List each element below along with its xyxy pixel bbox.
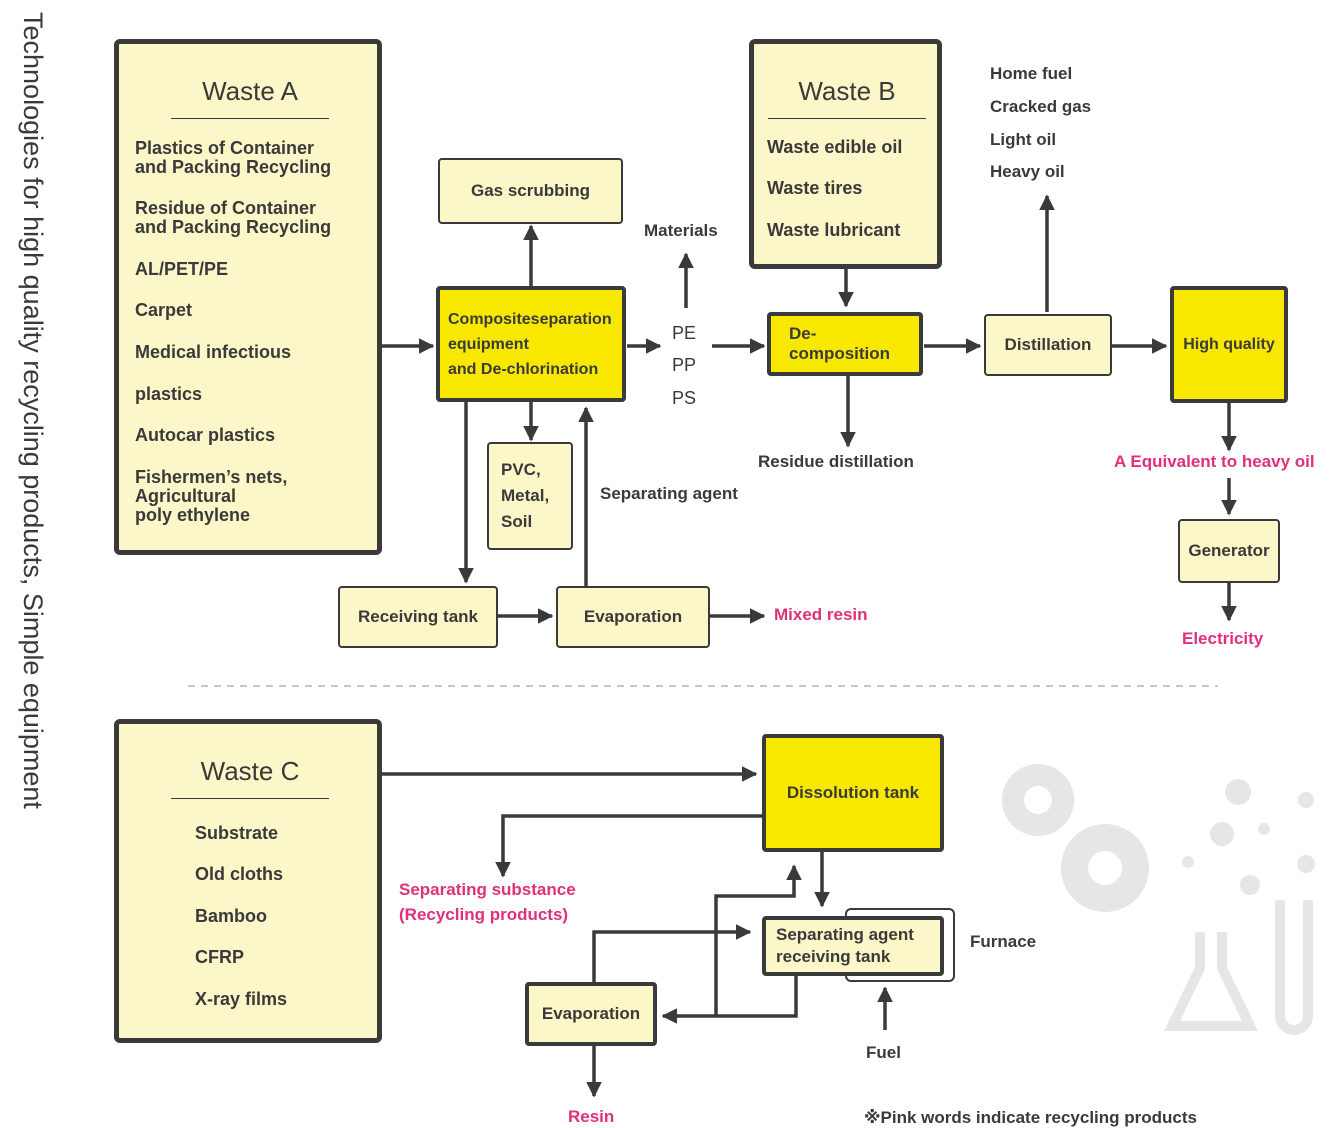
waste-a-item-1: Plastics of Container and Packing Recycl… xyxy=(135,138,332,177)
dissolution-tank-label: Dissolution tank xyxy=(786,783,920,802)
decomposition-label: De- composition xyxy=(789,324,891,363)
heavy-oil-label: Heavy oil xyxy=(990,162,1065,181)
equivalent-heavy-oil-label: A Equivalent to heavy oil xyxy=(1114,452,1315,471)
generator-label: Generator xyxy=(1188,541,1270,560)
waste-b-divider xyxy=(768,118,926,119)
evaporation-c-label: Evaporation xyxy=(541,1004,641,1023)
home-fuel-label: Home fuel xyxy=(990,64,1073,83)
pvc-metal-soil-label: PVC, Metal, Soil xyxy=(501,460,550,531)
gas-scrubbing-label: Gas scrubbing xyxy=(470,181,591,200)
waste-b-box: Waste B Waste edible oil Waste tires Was… xyxy=(749,39,942,269)
generator-box: Generator xyxy=(1178,519,1280,583)
waste-a-item-3: AL/PET/PE xyxy=(135,259,229,279)
mixed-resin-label: Mixed resin xyxy=(774,605,868,624)
resin-label: Resin xyxy=(568,1107,615,1126)
decor-gears xyxy=(1002,764,1315,912)
cracked-gas-label: Cracked gas xyxy=(990,97,1092,116)
waste-c-box: Waste C Substrate Old cloths Bamboo CFRP… xyxy=(114,719,382,1043)
evaporation-a-label: Evaporation xyxy=(583,607,683,626)
high-quality-label: High quality xyxy=(1183,335,1275,353)
materials-label: Materials xyxy=(644,221,718,240)
waste-c-item-4: CFRP xyxy=(195,947,244,967)
ps-label: PS xyxy=(672,388,697,408)
footnote: ※Pink words indicate recycling products xyxy=(864,1108,1197,1127)
waste-b-item-3: Waste lubricant xyxy=(767,220,901,240)
evaporation-c-box: Evaporation xyxy=(525,982,657,1046)
separating-substance-label: Separating substance (Recycling products… xyxy=(399,880,576,924)
waste-c-item-3: Bamboo xyxy=(195,906,267,926)
light-oil-label: Light oil xyxy=(990,130,1057,149)
waste-c-title: Waste C xyxy=(200,756,300,786)
high-quality-box: High quality xyxy=(1170,286,1288,403)
waste-a-item-8: Fishermen’s nets, Agricultural poly ethy… xyxy=(135,467,288,525)
separating-agent-tank-box: Separating agent receiving tank xyxy=(762,916,944,976)
distillation-label: Distillation xyxy=(1004,335,1092,354)
waste-a-item-2: Residue of Container and Packing Recycli… xyxy=(135,198,332,237)
waste-c-divider xyxy=(171,798,329,799)
distillation-box: Distillation xyxy=(984,314,1112,376)
fuel-label: Fuel xyxy=(866,1043,901,1062)
composite-separation-box: Compositeseparation equipment and De-chl… xyxy=(436,286,626,402)
pp-label: PP xyxy=(672,355,697,375)
separating-agent-tank-label: Separating agent receiving tank xyxy=(776,925,914,966)
receiving-tank-label: Receiving tank xyxy=(358,607,478,626)
gas-scrubbing-box: Gas scrubbing xyxy=(438,158,623,224)
electricity-label: Electricity xyxy=(1182,629,1264,648)
waste-c-item-5: X-ray films xyxy=(195,989,288,1009)
waste-c-item-2: Old cloths xyxy=(195,864,284,884)
waste-a-item-4: Carpet xyxy=(135,300,193,320)
pe-label: PE xyxy=(672,323,697,343)
pvc-metal-soil-box: PVC, Metal, Soil xyxy=(487,442,573,550)
waste-b-title: Waste B xyxy=(798,76,896,106)
waste-b-item-1: Waste edible oil xyxy=(767,137,903,157)
dissolution-tank-box: Dissolution tank xyxy=(762,734,944,852)
waste-a-item-6: plastics xyxy=(135,384,203,404)
waste-a-divider xyxy=(171,118,329,119)
separating-agent-label: Separating agent xyxy=(600,484,738,503)
residue-distillation-label: Residue distillation xyxy=(758,452,914,471)
waste-a-item-5: Medical infectious xyxy=(135,342,292,362)
waste-a-box: Waste A Plastics of Container and Packin… xyxy=(114,39,382,555)
receiving-tank-box: Receiving tank xyxy=(338,586,498,648)
decomposition-box: De- composition xyxy=(767,312,923,376)
waste-a-title: Waste A xyxy=(202,76,298,106)
furnace-label: Furnace xyxy=(970,932,1037,951)
waste-c-item-1: Substrate xyxy=(195,823,279,843)
waste-a-item-7: Autocar plastics xyxy=(135,425,276,445)
waste-b-item-2: Waste tires xyxy=(767,178,863,198)
composite-separation-label: Compositeseparation equipment and De-chl… xyxy=(448,310,612,378)
evaporation-a-box: Evaporation xyxy=(556,586,710,648)
